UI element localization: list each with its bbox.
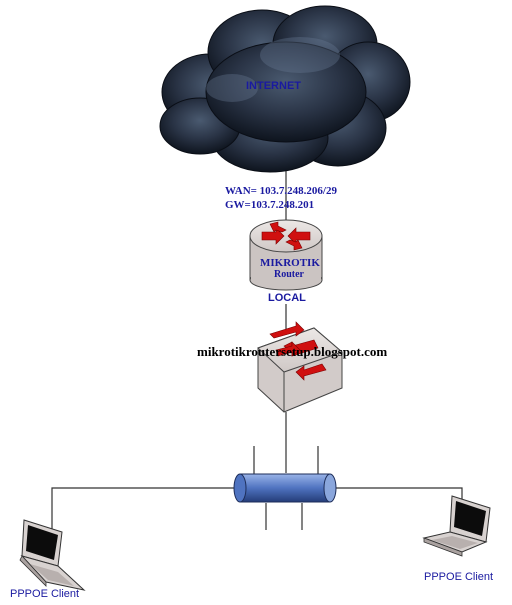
switch-device: [257, 321, 343, 413]
watermark-url: mikrotikroutersetup.blogspot.com: [197, 344, 388, 359]
gateway-address-label: GW=103.7.248.201: [225, 199, 315, 211]
laptop-right-icon: [422, 495, 491, 557]
switch-arrows-icon: [269, 321, 327, 381]
local-label: LOCAL: [268, 292, 306, 304]
client-right-label: PPPOE Client: [424, 571, 494, 583]
router-device: [249, 219, 323, 291]
internet-cloud: [159, 5, 411, 173]
wan-address-label: WAN= 103.7.248.206/29: [225, 185, 337, 197]
client-left-label: PPPOE Client: [10, 588, 80, 600]
laptop-left-icon: [19, 519, 86, 591]
backbone-cable: [233, 473, 337, 503]
router-arrows-icon: [261, 221, 311, 251]
router-subtitle-label: Router: [274, 269, 304, 280]
internet-label: INTERNET: [246, 80, 301, 92]
router-name-label: MIKROTIK: [260, 257, 320, 269]
